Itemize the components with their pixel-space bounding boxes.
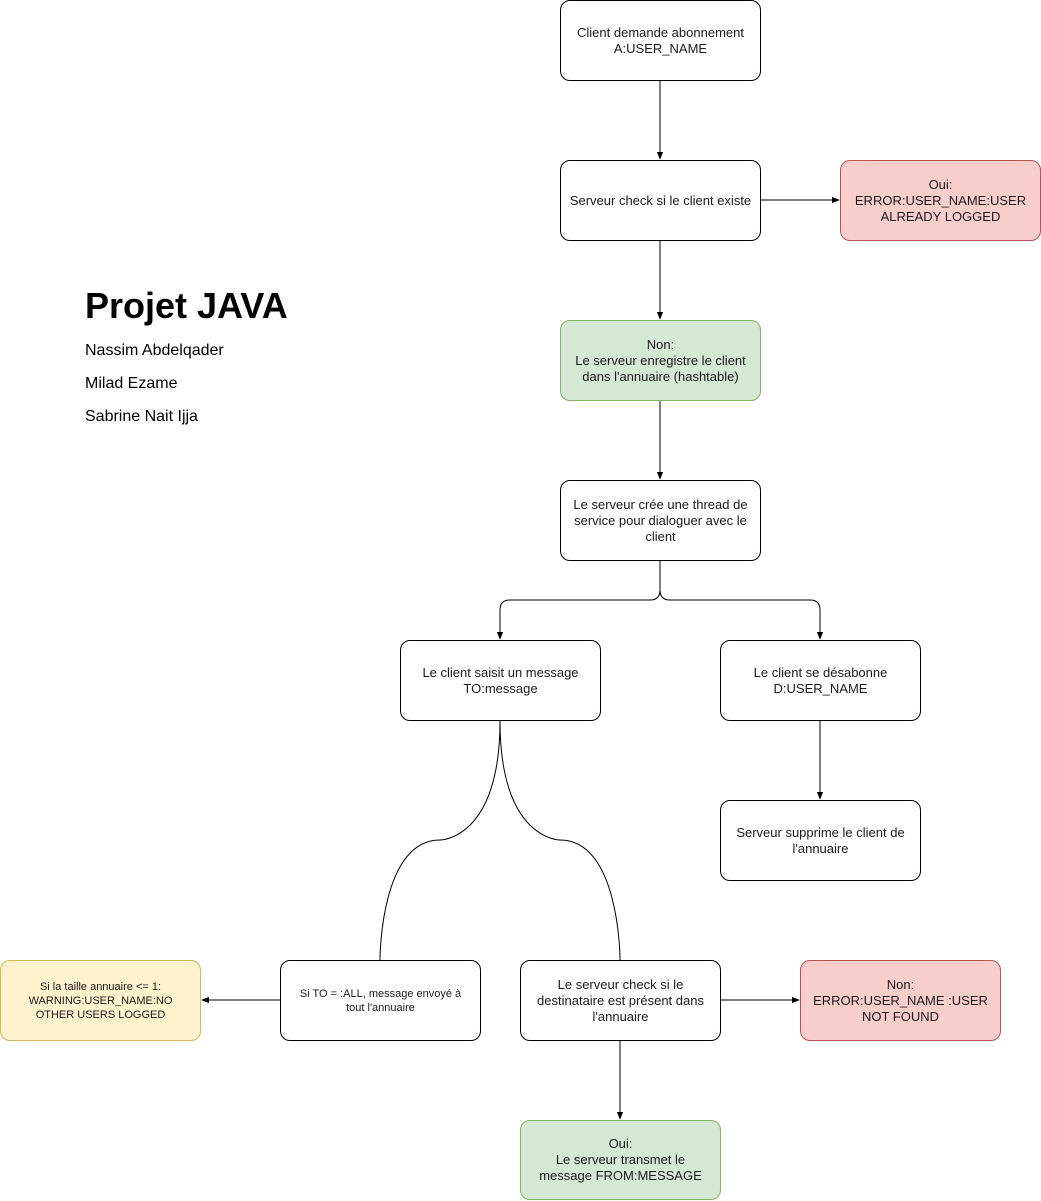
node-check-client-exists: Serveur check si le client existe: [560, 160, 761, 241]
node-server-removes-client: Serveur supprime le client de l'annuaire: [720, 800, 921, 881]
node-register-client: Non: Le serveur enregistre le client dan…: [560, 320, 761, 401]
node-broadcast-all: Si TO = :ALL, message envoyé à tout l'an…: [280, 960, 481, 1041]
node-create-service-thread: Le serveur crée une thread de service po…: [560, 480, 761, 561]
node-client-sends-message: Le client saisit un message TO:message: [400, 640, 601, 721]
project-header: Projet JAVA Nassim Abdelqader Milad Ezam…: [85, 284, 288, 441]
edge-message-to-check-recipient: [499, 720, 624, 967]
node-already-logged-error: Oui: ERROR:USER_NAME:USER ALREADY LOGGED: [840, 160, 1041, 241]
node-client-unsubscribes: Le client se désabonne D:USER_NAME: [720, 640, 921, 721]
node-user-not-found-error: Non: ERROR:USER_NAME :USER NOT FOUND: [800, 960, 1001, 1041]
node-no-other-users-warning: Si la taille annuaire <= 1: WARNING:USER…: [0, 960, 201, 1041]
edge-thread-to-message: [496, 561, 661, 640]
author-name: Sabrine Nait Ijja: [85, 408, 198, 425]
project-title: Projet JAVA: [85, 285, 288, 326]
edge-thread-to-unsubscribe: [659, 561, 824, 640]
author-name: Milad Ezame: [85, 375, 178, 392]
node-transmit-message: Oui: Le serveur transmet le message FROM…: [520, 1120, 721, 1200]
node-subscribe-request: Client demande abonnement A:USER_NAME: [560, 0, 761, 81]
node-check-recipient: Le serveur check si le destinataire est …: [520, 960, 721, 1041]
author-name: Nassim Abdelqader: [85, 342, 224, 359]
edge-message-to-broadcast: [376, 720, 501, 967]
